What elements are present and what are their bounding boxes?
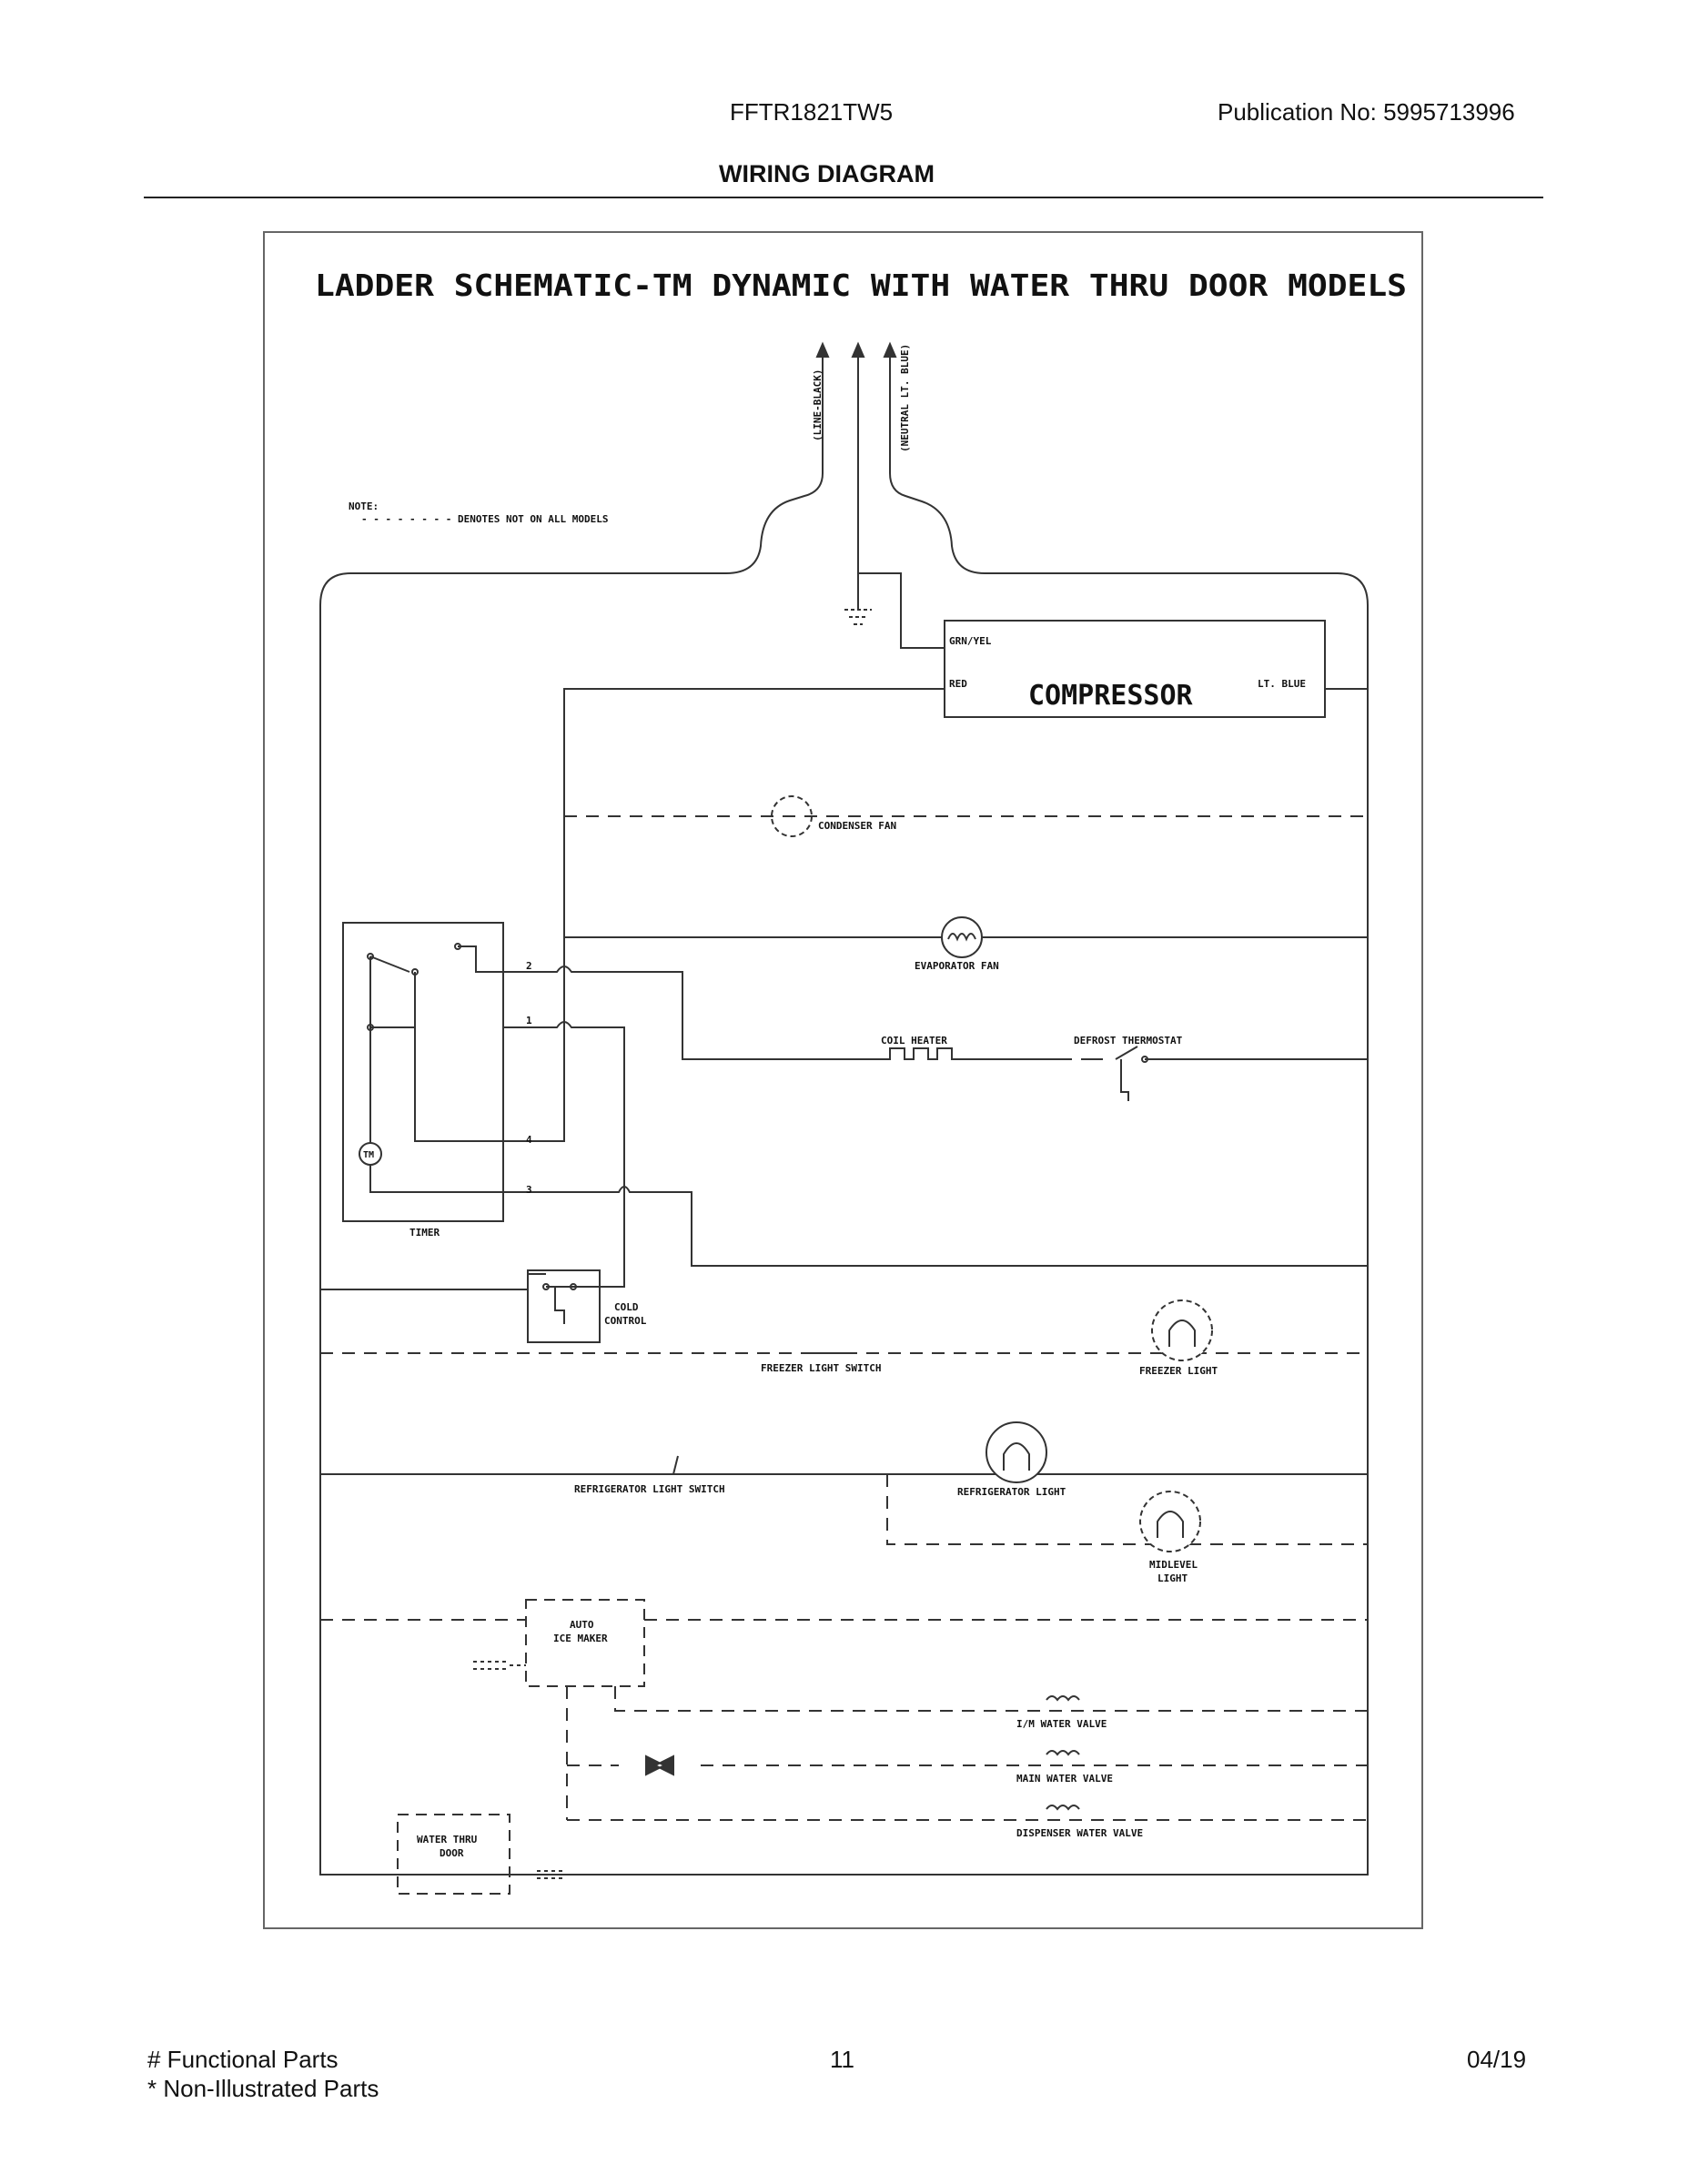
timer-label: TIMER	[409, 1227, 440, 1239]
defrost-thermostat-symbol	[1081, 1046, 1163, 1101]
freezer-light-switch-label: FREEZER LIGHT SWITCH	[761, 1362, 881, 1374]
coil-heater-label: COIL HEATER	[881, 1035, 947, 1046]
freezer-light-label: FREEZER LIGHT	[1139, 1365, 1218, 1377]
diagram-heading: LADDER SCHEMATIC-TM DYNAMIC WITH WATER T…	[315, 268, 1407, 303]
non-illustrated-note: * Non-Illustrated Parts	[147, 2075, 379, 2102]
freezer-light-symbol	[1151, 1299, 1213, 1361]
line-label: (LINE-BLACK)	[812, 369, 824, 441]
note-text: - - - - - - - - DENOTES NOT ON ALL MODEL…	[361, 513, 609, 525]
functional-parts-note: # Functional Parts	[147, 2046, 339, 2073]
refrigerator-light-symbol	[986, 1421, 1047, 1483]
page-number: 11	[830, 2046, 854, 2073]
refrigerator-light-label: REFRIGERATOR LIGHT	[957, 1486, 1066, 1498]
defrost-thermostat-label: DEFROST THERMOSTAT	[1074, 1035, 1183, 1046]
terminal-4: 4	[526, 1134, 532, 1146]
dispenser-water-valve-label: DISPENSER WATER VALVE	[1016, 1827, 1143, 1839]
compressor-box	[944, 620, 1326, 718]
coil-heater-symbol	[876, 1047, 965, 1060]
tm-label: TM	[363, 1150, 374, 1160]
neutral-label: (NEUTRAL LT. BLUE)	[899, 344, 911, 452]
midlevel-light-rung	[886, 1474, 1368, 1545]
cold-control-box	[527, 1269, 601, 1343]
compressor-label: COMPRESSOR	[1028, 680, 1194, 712]
terminal-2: 2	[526, 960, 532, 972]
midlevel-light-label-2: LIGHT	[1157, 1572, 1188, 1584]
lt-blue-label: LT. BLUE	[1258, 678, 1306, 690]
note-title: NOTE:	[349, 500, 379, 512]
header-rule	[144, 197, 1543, 198]
cold-control-label-2: CONTROL	[604, 1315, 647, 1327]
dispenser-water-valve-symbol	[1046, 1805, 1080, 1811]
auto-ice-maker-label-1: AUTO	[570, 1619, 594, 1631]
im-water-valve-symbol	[1046, 1695, 1080, 1702]
water-thru-door-box	[397, 1814, 510, 1895]
auto-ice-maker-box	[525, 1599, 645, 1687]
terminal-3: 3	[526, 1184, 532, 1196]
auto-ice-maker-label-2: ICE MAKER	[553, 1633, 608, 1644]
water-thru-door-label-1: WATER THRU	[417, 1834, 478, 1845]
model-number: FFTR1821TW5	[730, 98, 894, 126]
timer-box	[342, 922, 504, 1222]
midlevel-light-label-1: MIDLEVEL	[1149, 1559, 1198, 1571]
im-water-valve-label: I/M WATER VALVE	[1016, 1718, 1107, 1730]
diagram-frame	[263, 231, 1423, 1929]
condenser-fan-symbol	[771, 795, 813, 837]
red-label: RED	[949, 678, 967, 690]
page-title: WIRING DIAGRAM	[719, 160, 935, 187]
revision-date: 04/19	[1467, 2046, 1527, 2073]
refrigerator-light-switch-label: REFRIGERATOR LIGHT SWITCH	[574, 1483, 725, 1495]
condenser-fan-label: CONDENSER FAN	[818, 820, 896, 832]
main-water-valve-symbol	[1046, 1750, 1080, 1756]
evaporator-fan-label: EVAPORATOR FAN	[915, 960, 999, 972]
evaporator-fan-symbol	[941, 916, 983, 958]
midlevel-light-symbol	[1139, 1491, 1201, 1552]
grn-yel-label: GRN/YEL	[949, 635, 992, 647]
line-bus	[319, 346, 1369, 1876]
terminal-1: 1	[526, 1015, 532, 1026]
cold-control-label-1: COLD	[614, 1301, 639, 1313]
water-thru-door-label-2: DOOR	[440, 1847, 464, 1859]
publication-number: Publication No: 5995713996	[1218, 98, 1515, 126]
diode-symbol	[645, 1754, 674, 1776]
main-water-valve-label: MAIN WATER VALVE	[1016, 1773, 1113, 1785]
